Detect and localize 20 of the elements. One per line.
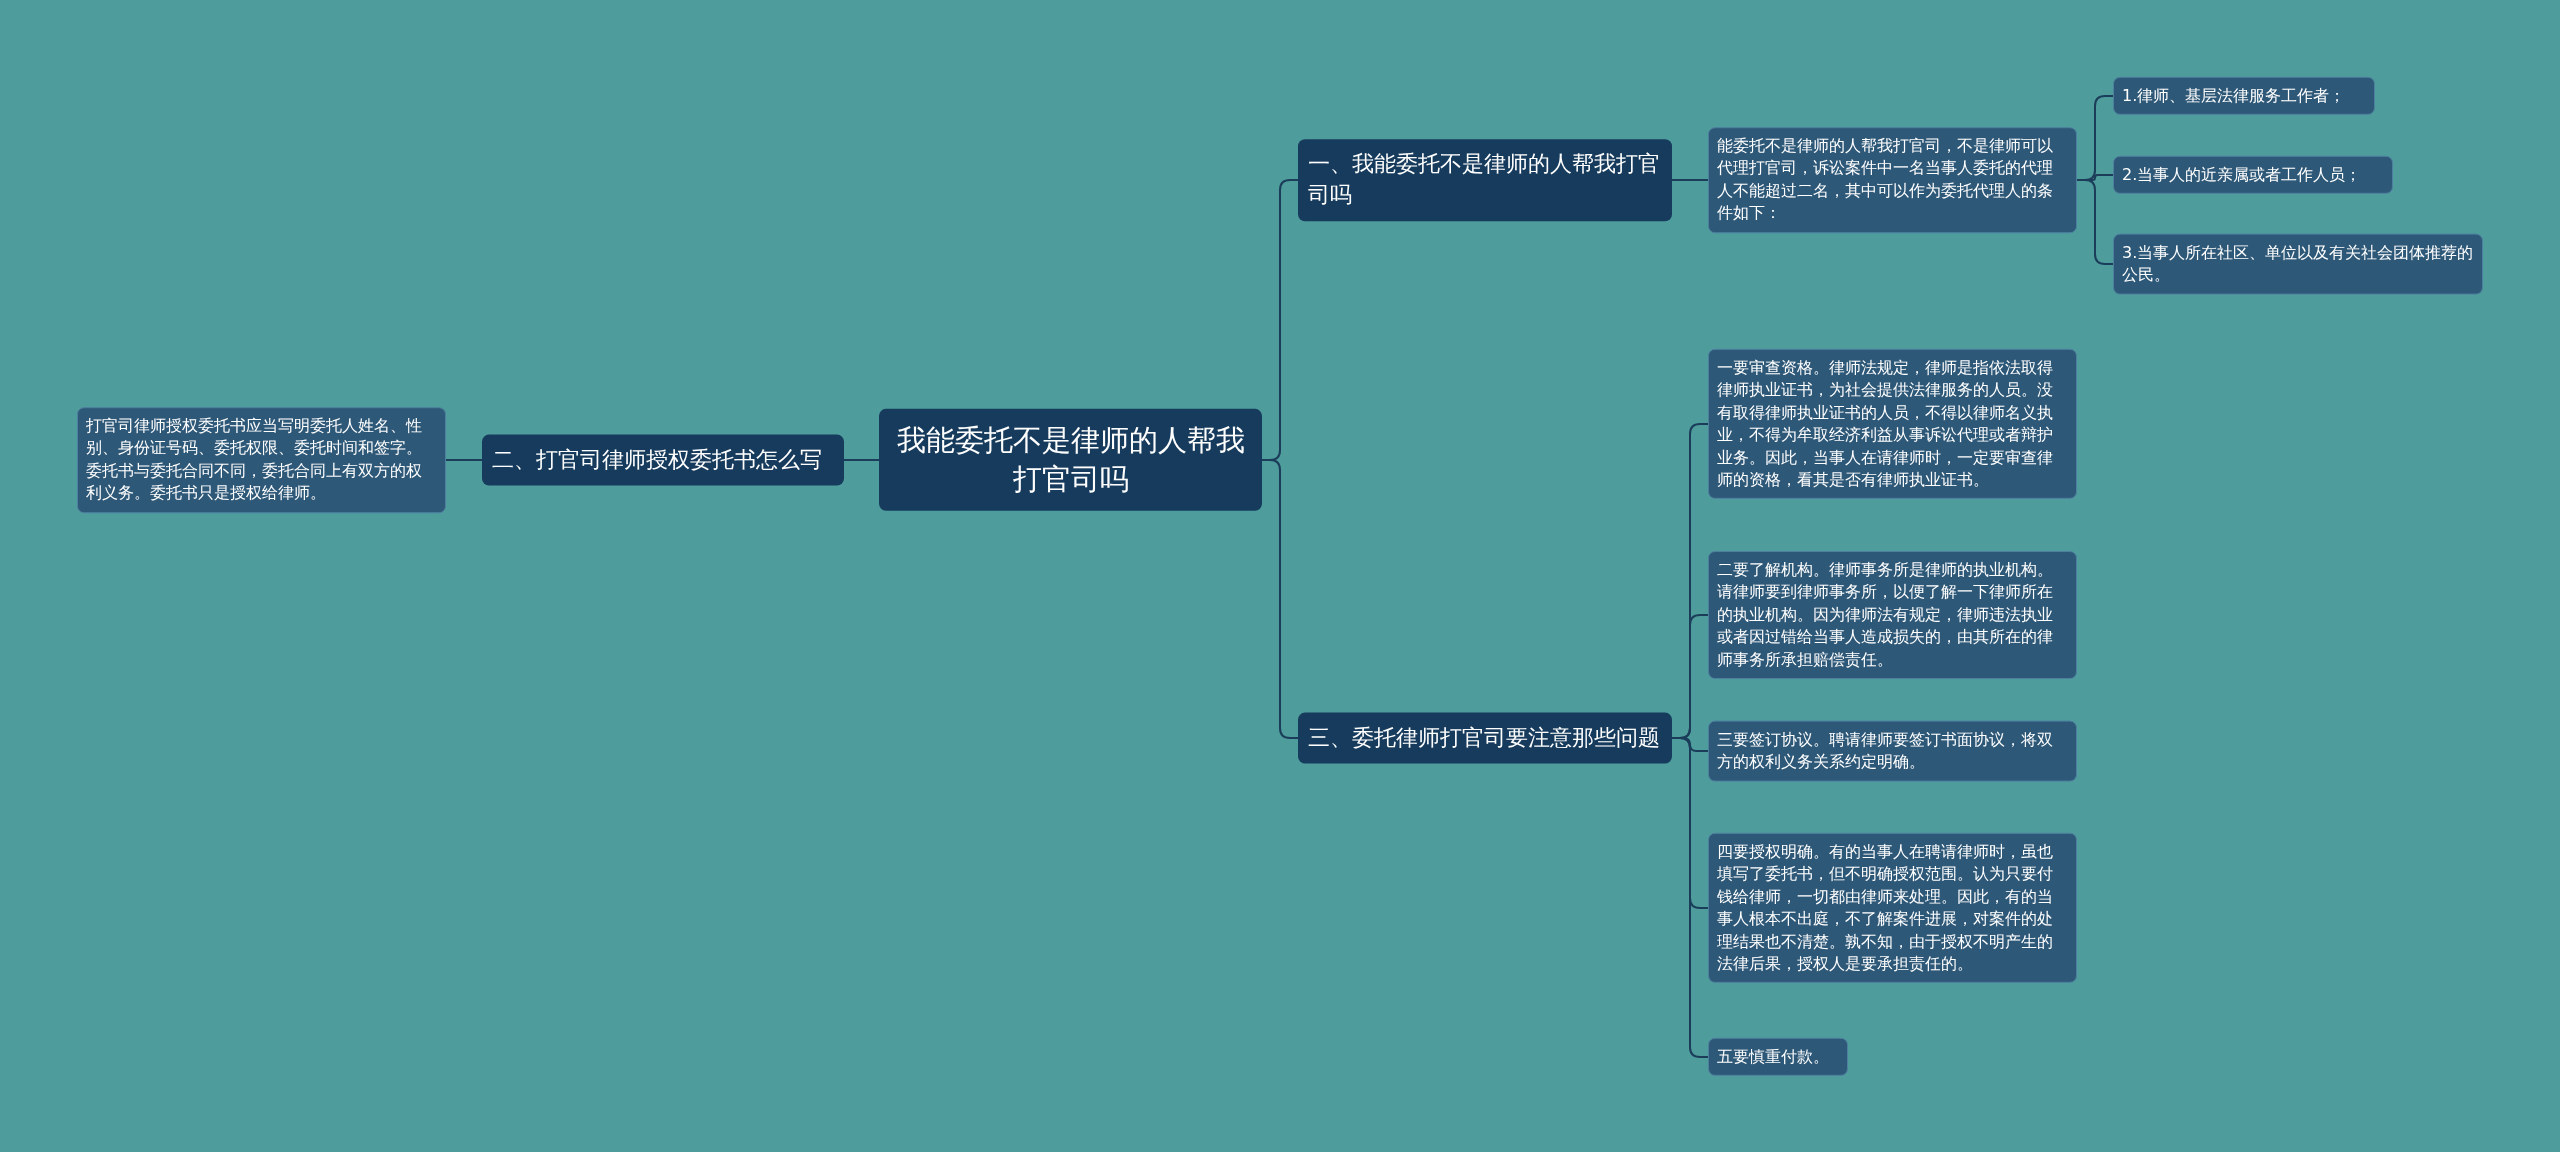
text-card: 一要审查资格。律师法规定，律师是指依法取得律师执业证书，为社会提供法律服务的人员。没有取得律师执业证书的人员，不得以律师名义执业，不得为牟取经济利益从事诉讼代理或者辩护业务。因此，当事人在请律师时，一定要审查律师的资格，看其是否有律师执业证书。 (1708, 348, 2077, 500)
connector-line (1671, 737, 1709, 1058)
connector-line (843, 459, 880, 461)
text-card: 四要授权明确。有的当事人在聘请律师时，虽也填写了委托书，但不明确授权范围。认为只要付钱给律师，一切都由律师来处理。因此，有的当事人根本不出庭，不了解案件进展，对案件的处理结果也不清楚。孰不知，由于授权不明产生的法律后果，授权人是要承担责任的。 (1708, 832, 2077, 984)
text-card: 3.当事人所在社区、单位以及有关社会团体推荐的公民。 (2113, 233, 2483, 295)
central-topic-box: 我能委托不是律师的人帮我打官司吗 (879, 408, 1262, 512)
text-card: 三要签订协议。聘请律师要签订书面协议，将双方的权利义务关系约定明确。 (1708, 720, 2077, 782)
topic-box: 一、我能委托不是律师的人帮我打官司吗 (1298, 139, 1672, 221)
connector-line (2076, 179, 2114, 265)
text-card: 能委托不是律师的人帮我打官司，不是律师可以代理打官司，诉讼案件中一名当事人委托的代理人不能超过二名，其中可以作为委托代理人的条件如下： (1708, 127, 2077, 233)
text-card: 二要了解机构。律师事务所是律师的执业机构。请律师要到律师事务所，以便了解一下律师所在的执业机构。因为律师法有规定，律师违法执业或者因过错给当事人造成损失的，由其所在的律师事务所承担赔偿责任。 (1708, 551, 2077, 679)
connector-line (1261, 459, 1299, 739)
text-card: 打官司律师授权委托书应当写明委托人姓名、性别、身份证号码、委托权限、委托时间和签字。委托书与委托合同不同，委托合同上有双方的权利义务。委托书只是授权给律师。 (77, 407, 446, 513)
text-card: 1.律师、基层法律服务工作者； (2113, 76, 2375, 116)
topic-box: 三、委托律师打官司要注意那些问题 (1298, 712, 1672, 764)
connector-line (1671, 179, 1709, 181)
text-card: 五要慎重付款。 (1708, 1037, 1848, 1077)
text-card: 2.当事人的近亲属或者工作人员； (2113, 155, 2393, 195)
topic-box: 二、打官司律师授权委托书怎么写 (482, 434, 844, 486)
connector-line (445, 459, 483, 461)
